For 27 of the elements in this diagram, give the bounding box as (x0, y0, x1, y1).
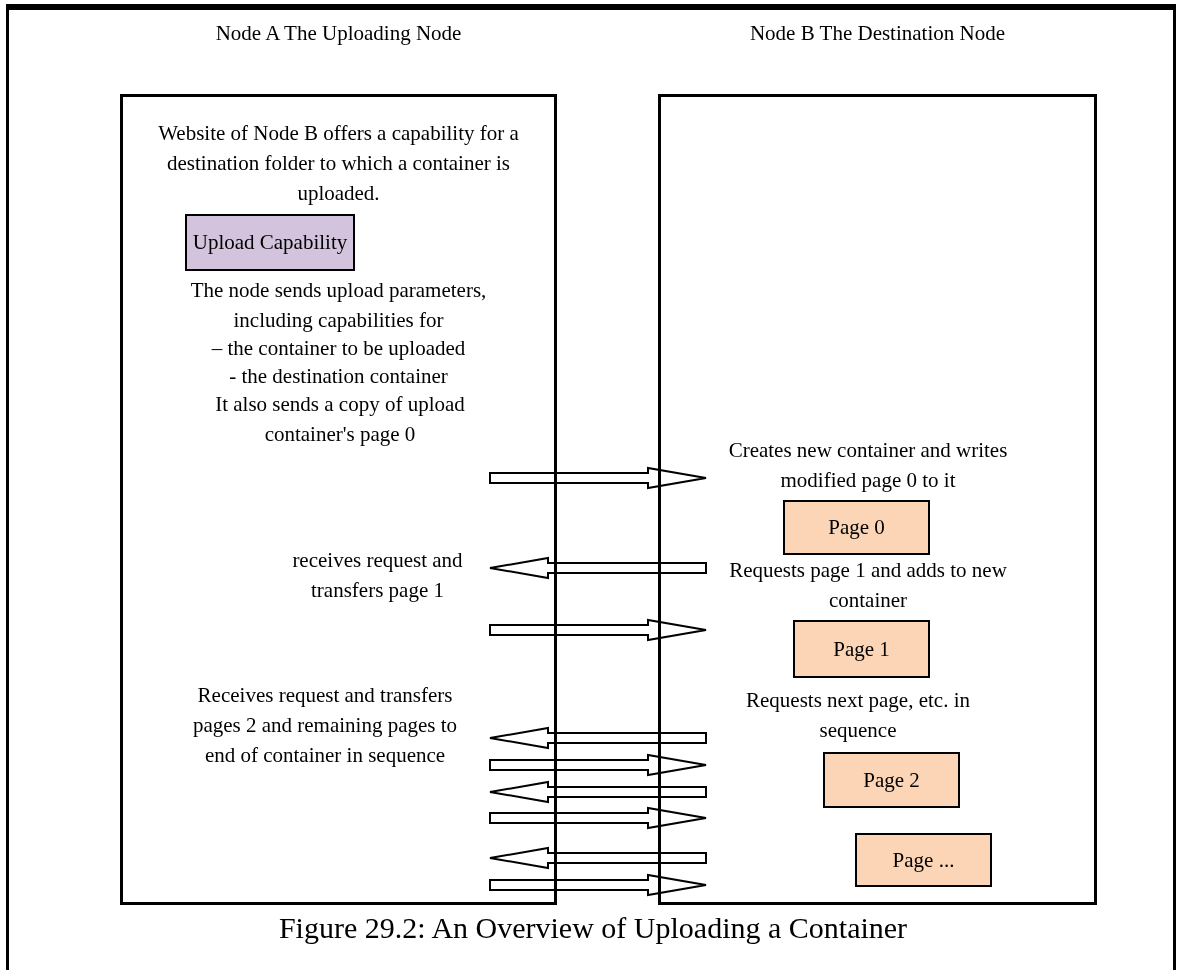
page-box: Page 2 (823, 752, 960, 808)
panel-heading: Node B The Destination Node (748, 20, 1007, 47)
description-text: Requests next page, etc. in sequence (745, 687, 971, 744)
description-text: - the destination container (228, 363, 449, 390)
page-box: Page 0 (783, 500, 930, 555)
description-text: Requests page 1 and adds to new container (728, 557, 1008, 614)
block-arrow (489, 780, 707, 804)
block-arrow (489, 726, 707, 750)
description-text: Receives request and transfers pages 2 and remaining pages to end of container in sequence (191, 682, 459, 769)
page-box: Page 1 (793, 620, 930, 678)
page-box: Page ... (855, 833, 992, 887)
capability-box: Upload Capability (185, 214, 355, 271)
description-text: Creates new container and writes modified page 0 to it (727, 437, 1009, 494)
block-arrow (489, 846, 707, 870)
block-arrow (489, 873, 707, 897)
block-arrow (489, 618, 707, 642)
description-text: receives request and transfers page 1 (291, 547, 464, 604)
description-text: The node sends upload parameters, including capabilities for (189, 277, 488, 334)
panel-heading: Node A The Uploading Node (214, 20, 463, 47)
block-arrow (489, 753, 707, 777)
block-arrow (489, 556, 707, 580)
block-arrow (489, 806, 707, 830)
block-arrow (489, 466, 707, 490)
description-text: Website of Node B offers a capability for a destination folder to which a container is uploaded. (157, 120, 520, 207)
description-text: – the container to be uploaded (210, 335, 467, 362)
description-text: It also sends a copy of upload container's page 0 (214, 391, 466, 448)
figure-caption: Figure 29.2: An Overview of Uploading a Container (277, 910, 909, 946)
